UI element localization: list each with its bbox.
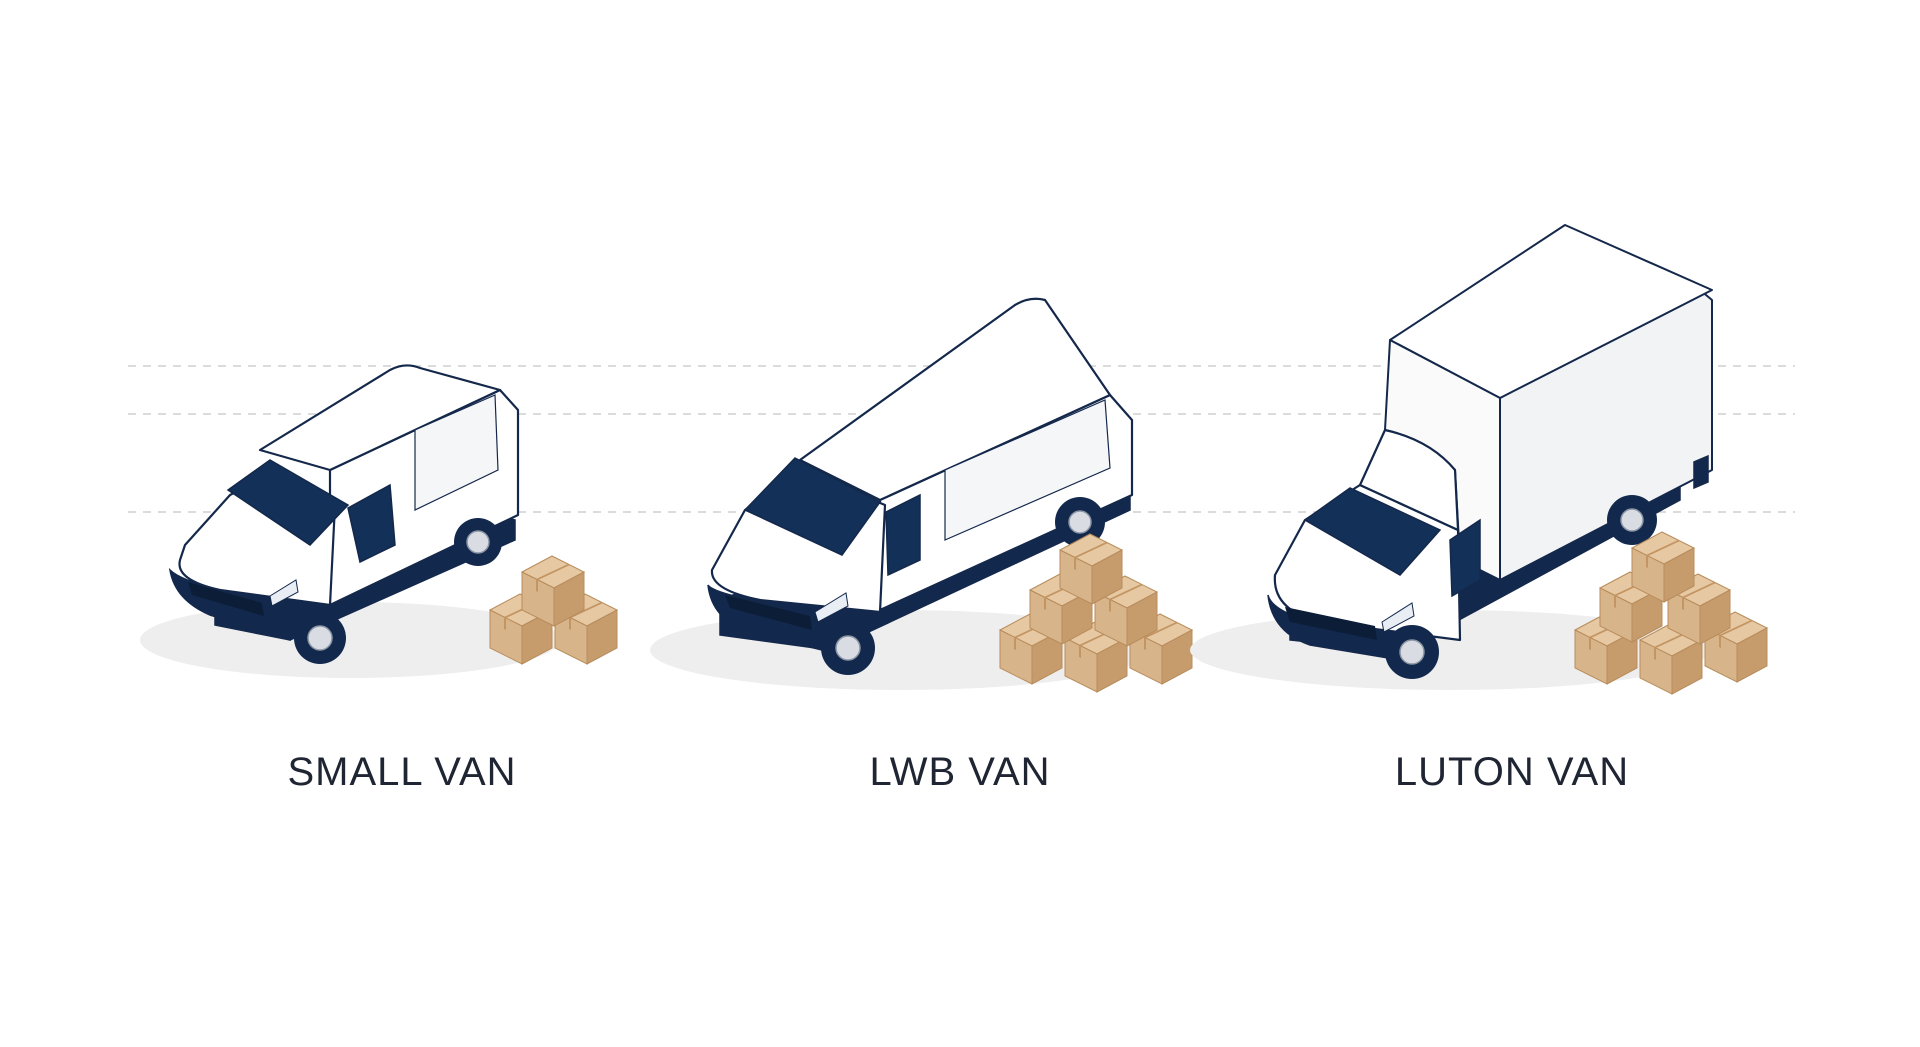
luton-van-side-window	[1449, 518, 1481, 598]
small-van-roof	[258, 364, 502, 472]
lwb-van-roof	[798, 297, 1112, 502]
small-van-label: SMALL VAN	[287, 750, 517, 794]
lwb-van-windshield	[743, 457, 882, 556]
small-van-rear-hub	[466, 530, 490, 554]
lwb-van-headlight	[814, 592, 849, 623]
luton-van-label: LUTON VAN	[1394, 750, 1630, 794]
lwb-van-side-window	[885, 493, 921, 577]
lwb-van-rear-hub	[1068, 510, 1092, 534]
luton-van-cab-roof	[1358, 428, 1460, 532]
small-van-front-hub	[307, 625, 333, 651]
lwb-van-label: LWB VAN	[869, 750, 1051, 794]
small-van-grille	[188, 582, 264, 616]
lwb-van-side-panel	[944, 399, 1111, 541]
lwb-van-grille	[725, 595, 812, 630]
lwb-van-icon	[650, 297, 1150, 690]
small-van-windshield	[226, 459, 350, 546]
lwb-van-front-hub	[835, 635, 861, 661]
luton-van-front-hub	[1399, 639, 1425, 665]
small-van-side-window	[347, 483, 396, 564]
small-van-icon	[140, 364, 560, 678]
luton-van-tail-lift	[1693, 454, 1709, 490]
parcel-boxes-icon	[1574, 531, 1768, 695]
luton-van-rear-hub	[1620, 508, 1644, 532]
luton-van-headlight	[1381, 602, 1415, 633]
luton-van-windshield	[1303, 487, 1442, 576]
luton-van-grille	[1285, 607, 1377, 640]
luton-van-icon	[1190, 224, 1713, 690]
small-van-side-panel	[414, 394, 499, 511]
small-van-headlight	[269, 579, 299, 607]
